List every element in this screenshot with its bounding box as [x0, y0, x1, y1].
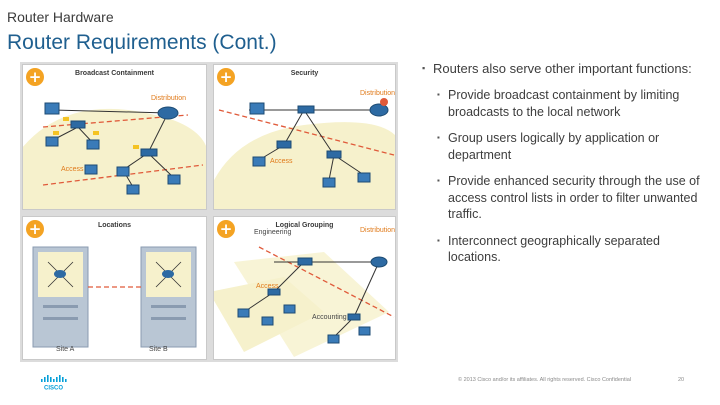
- expand-plus-icon: +: [217, 220, 235, 238]
- panel-broadcast-containment: + Broadcast Containment Distribution Acc…: [22, 64, 207, 210]
- panel-label: Engineering: [254, 229, 292, 236]
- sub-bullet: Interconnect geographically separated lo…: [437, 233, 712, 266]
- expand-plus-icon: +: [26, 220, 44, 238]
- page-number: 20: [678, 377, 685, 383]
- panel-label: Site B: [149, 346, 168, 353]
- expand-plus-icon: +: [26, 68, 44, 86]
- panel-label: Distribution: [151, 95, 187, 102]
- section-label: Router Hardware: [7, 9, 114, 25]
- panel-label: Distribution: [360, 90, 396, 97]
- logical-grouping-diagram: [214, 246, 395, 357]
- panel-locations: + Locations Site A Site B: [22, 216, 207, 360]
- sub-bullet: Provide broadcast containment by limitin…: [437, 87, 712, 120]
- copyright-footer: © 2013 Cisco and/or its affiliates. All …: [458, 377, 632, 383]
- panel-title: Security: [290, 70, 319, 77]
- panel-label: Site A: [56, 346, 75, 353]
- panel-label: Access: [61, 166, 84, 173]
- main-bullet: Routers also serve other important funct…: [422, 60, 712, 77]
- cisco-logo-icon: CISCO: [41, 375, 67, 392]
- panel-security: + Security Distribution Access: [213, 64, 396, 210]
- locations-diagram: [32, 246, 197, 348]
- panel-label: Accounting: [312, 314, 347, 321]
- panel-label: Access: [270, 158, 293, 165]
- router-functions-figure: + Broadcast Containment Distribution Acc…: [20, 62, 398, 362]
- broadcast-network-diagram: [23, 102, 206, 209]
- panel-label: Distribution: [360, 227, 396, 234]
- expand-plus-icon: +: [217, 68, 235, 86]
- sub-bullet: Provide enhanced security through the us…: [437, 173, 712, 223]
- bullet-list: Routers also serve other important funct…: [422, 60, 712, 276]
- sub-bullet-list: Provide broadcast containment by limitin…: [437, 87, 712, 266]
- sub-bullet: Group users logically by application or …: [437, 130, 712, 163]
- panel-title: Logical Grouping: [275, 222, 334, 229]
- panel-title: Locations: [97, 222, 132, 229]
- panel-logical-grouping: + Logical Grouping Engineering Distributi…: [213, 216, 396, 360]
- slide-title: Router Requirements (Cont.): [7, 31, 277, 54]
- panel-title: Broadcast Containment: [75, 70, 154, 77]
- panel-label: Access: [256, 283, 279, 290]
- security-network-diagram: [214, 98, 395, 209]
- svg-text:CISCO: CISCO: [44, 386, 63, 392]
